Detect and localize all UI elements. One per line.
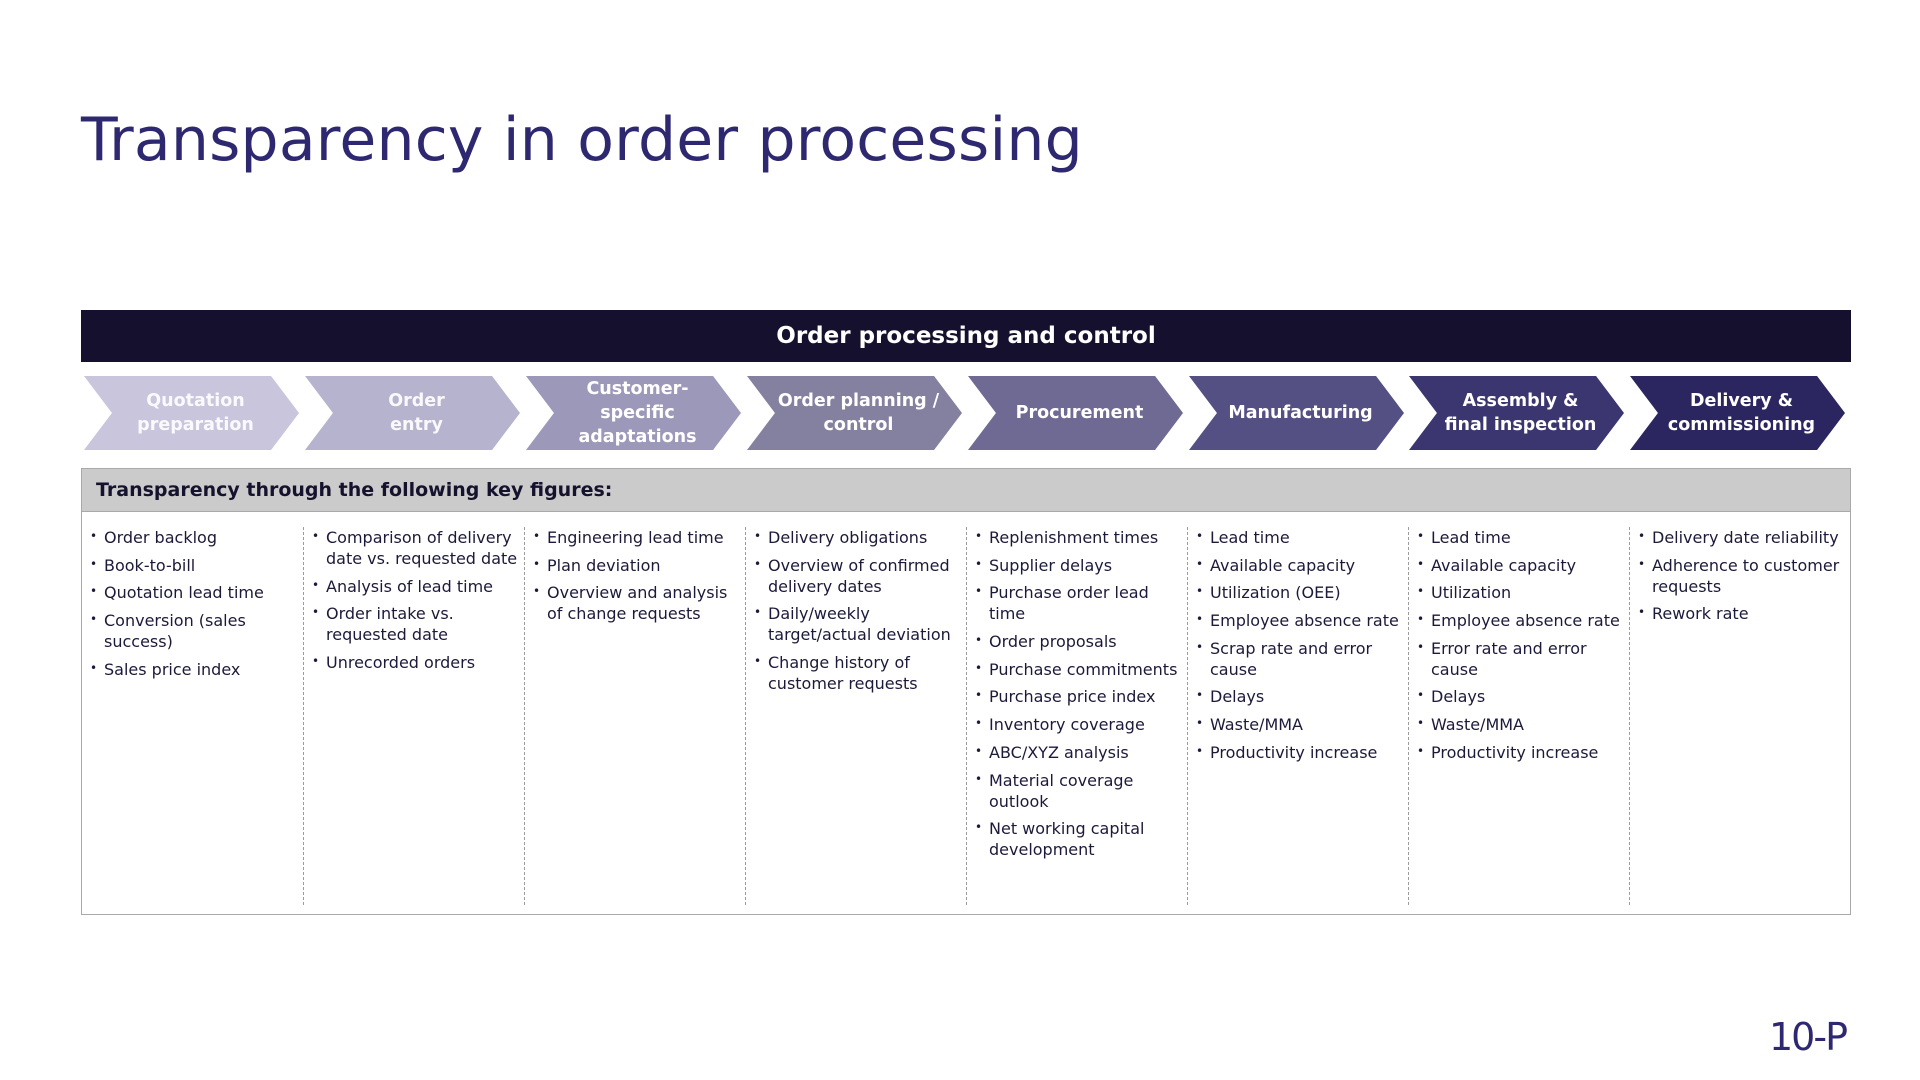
key-figure-list: Delivery date reliabilityAdherence to cu…: [1630, 526, 1850, 624]
key-figure-item: Productivity increase: [1417, 741, 1629, 763]
stage-label: Procurement: [1015, 403, 1144, 423]
key-figure-item: Engineering lead time: [533, 526, 745, 548]
key-figure-item: Delivery date reliability: [1638, 526, 1850, 548]
company-logo: 10-P: [1769, 1015, 1848, 1059]
process-chevrons: Quotation preparation Order entry Customer…: [84, 376, 1852, 450]
stage-label: Order planning / control: [777, 391, 940, 435]
key-figure-item: Quotation lead time: [90, 581, 303, 603]
key-figure-item: Book-to-bill: [90, 554, 303, 576]
key-figure-item: Delivery obligations: [754, 526, 966, 548]
key-figure-column-7: Lead timeAvailable capacityUtilizationEm…: [1408, 526, 1629, 905]
key-figure-column-2: Comparison of delivery date vs. requeste…: [303, 526, 524, 905]
key-figure-item: Inventory coverage: [975, 713, 1187, 735]
stage-chevron-3: Customer-specific adaptations: [526, 376, 741, 450]
key-figure-list: Lead timeAvailable capacityUtilization (…: [1188, 526, 1408, 763]
key-figures-panel: Transparency through the following key f…: [81, 468, 1851, 915]
stage-chevron-5: Procurement: [968, 376, 1183, 450]
stage-chevron-1: Quotation preparation: [84, 376, 299, 450]
stage-label: Customer-specific adaptations: [578, 379, 697, 447]
key-figure-column-4: Delivery obligationsOverview of confirme…: [745, 526, 966, 905]
key-figure-item: Waste/MMA: [1196, 713, 1408, 735]
stage-chevron-6: Manufacturing: [1189, 376, 1404, 450]
stage-chevron-7: Assembly & final inspection: [1409, 376, 1624, 450]
key-figure-item: Rework rate: [1638, 602, 1850, 624]
key-figure-item: Adherence to customer requests: [1638, 554, 1850, 597]
key-figure-list: Lead timeAvailable capacityUtilizationEm…: [1409, 526, 1629, 763]
key-figure-item: Employee absence rate: [1417, 609, 1629, 631]
key-figures-columns: Order backlogBook-to-billQuotation lead …: [82, 526, 1850, 905]
key-figure-item: Comparison of delivery date vs. requeste…: [312, 526, 524, 569]
key-figure-item: Material coverage outlook: [975, 769, 1187, 812]
process-banner: Order processing and control: [81, 310, 1851, 362]
key-figure-list: Replenishment timesSupplier delaysPurcha…: [967, 526, 1187, 860]
key-figure-item: Net working capital development: [975, 817, 1187, 860]
key-figures-heading: Transparency through the following key f…: [82, 469, 1850, 512]
key-figure-item: Delays: [1417, 685, 1629, 707]
key-figure-item: Plan deviation: [533, 554, 745, 576]
key-figure-item: Waste/MMA: [1417, 713, 1629, 735]
key-figure-item: Analysis of lead time: [312, 575, 524, 597]
key-figure-list: Comparison of delivery date vs. requeste…: [304, 526, 524, 673]
key-figure-column-1: Order backlogBook-to-billQuotation lead …: [82, 526, 303, 905]
key-figure-item: Unrecorded orders: [312, 651, 524, 673]
key-figure-item: Order proposals: [975, 630, 1187, 652]
key-figure-item: Purchase order lead time: [975, 581, 1187, 624]
key-figure-item: Lead time: [1417, 526, 1629, 548]
key-figure-item: Overview of confirmed delivery dates: [754, 554, 966, 597]
key-figure-list: Engineering lead timePlan deviationOverv…: [525, 526, 745, 624]
stage-label: Manufacturing: [1228, 403, 1373, 423]
key-figure-item: Utilization: [1417, 581, 1629, 603]
key-figure-item: Available capacity: [1417, 554, 1629, 576]
page-title: Transparency in order processing: [81, 105, 1083, 175]
key-figure-item: Error rate and error cause: [1417, 637, 1629, 680]
key-figure-item: Replenishment times: [975, 526, 1187, 548]
key-figure-item: Conversion (sales success): [90, 609, 303, 652]
stage-label: Assembly & final inspection: [1444, 391, 1597, 435]
key-figure-item: Scrap rate and error cause: [1196, 637, 1408, 680]
key-figure-item: Order backlog: [90, 526, 303, 548]
key-figure-item: Overview and analysis of change requests: [533, 581, 745, 624]
stage-chevron-4: Order planning / control: [747, 376, 962, 450]
stage-label: Quotation preparation: [137, 391, 254, 435]
key-figure-item: Available capacity: [1196, 554, 1408, 576]
stage-chevron-8: Delivery & commissioning: [1630, 376, 1845, 450]
key-figure-column-8: Delivery date reliabilityAdherence to cu…: [1629, 526, 1850, 905]
stage-label: Order entry: [388, 391, 445, 435]
key-figure-item: Order intake vs. requested date: [312, 602, 524, 645]
key-figure-column-3: Engineering lead timePlan deviationOverv…: [524, 526, 745, 905]
key-figure-column-6: Lead timeAvailable capacityUtilization (…: [1187, 526, 1408, 905]
key-figure-item: Productivity increase: [1196, 741, 1408, 763]
key-figure-item: ABC/XYZ analysis: [975, 741, 1187, 763]
key-figure-item: Lead time: [1196, 526, 1408, 548]
key-figure-item: Sales price index: [90, 658, 303, 680]
stage-chevron-2: Order entry: [305, 376, 520, 450]
key-figure-item: Purchase price index: [975, 685, 1187, 707]
key-figure-column-5: Replenishment timesSupplier delaysPurcha…: [966, 526, 1187, 905]
key-figure-list: Order backlogBook-to-billQuotation lead …: [82, 526, 303, 680]
key-figure-item: Delays: [1196, 685, 1408, 707]
key-figure-item: Employee absence rate: [1196, 609, 1408, 631]
key-figure-item: Daily/weekly target/actual deviation: [754, 602, 966, 645]
key-figure-item: Supplier delays: [975, 554, 1187, 576]
key-figure-item: Change history of customer requests: [754, 651, 966, 694]
key-figure-item: Purchase commitments: [975, 658, 1187, 680]
key-figure-list: Delivery obligationsOverview of confirme…: [746, 526, 966, 694]
key-figure-item: Utilization (OEE): [1196, 581, 1408, 603]
stage-label: Delivery & commissioning: [1667, 391, 1816, 435]
